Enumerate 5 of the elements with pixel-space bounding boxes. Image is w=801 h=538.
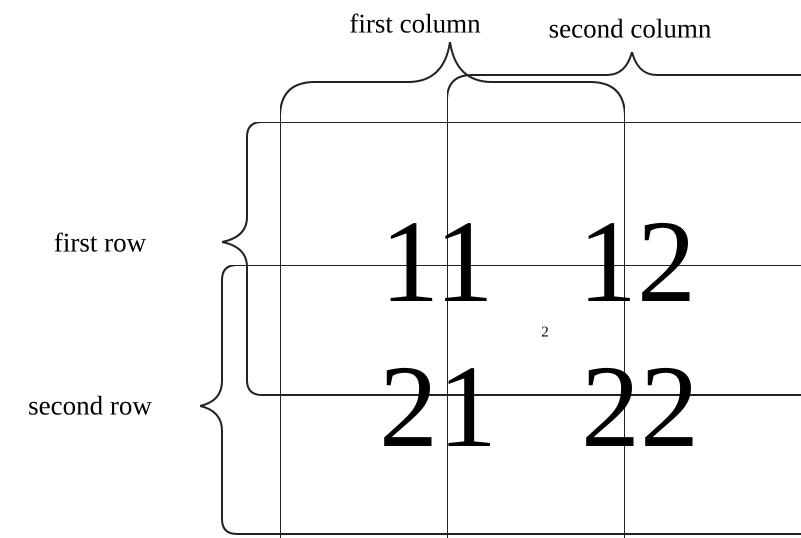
column-label: second column [548,16,712,42]
small-number: 2 [541,326,549,340]
row-label: second row [28,392,152,420]
row-label: first row [54,230,146,256]
column-label: first column [349,10,481,38]
